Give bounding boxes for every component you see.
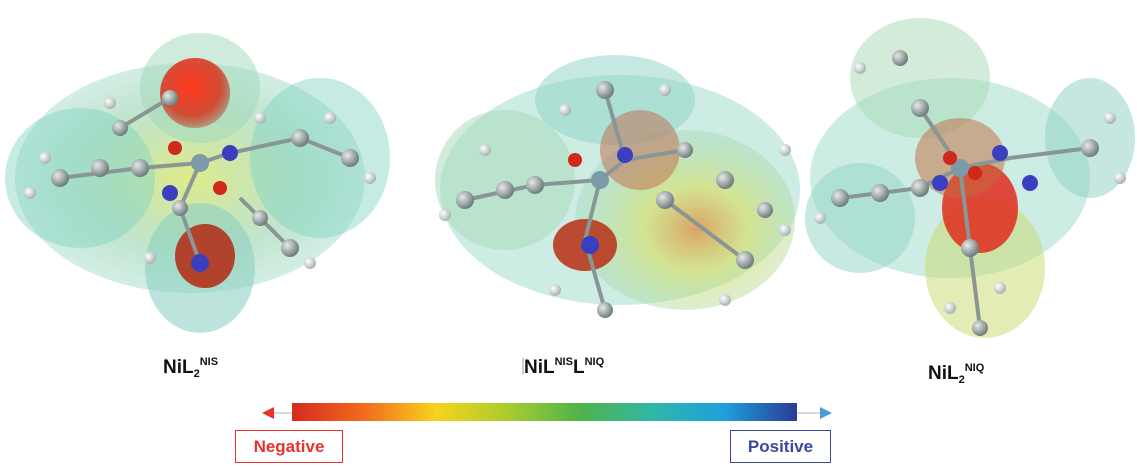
negative-label: Negative — [253, 436, 325, 456]
label-marker — [522, 358, 524, 374]
label-niL2-nis: NiL2NIS — [163, 356, 219, 380]
negative-label-box: Negative — [235, 430, 343, 463]
positive-label: Positive — [747, 436, 814, 456]
atoms — [24, 90, 376, 272]
potential-color-scale — [262, 403, 832, 421]
gradient-bar — [292, 403, 797, 421]
molecule-niL2-nis — [5, 33, 390, 333]
atoms — [814, 50, 1126, 336]
electrostatic-surface — [5, 33, 390, 333]
electrostatic-surface — [435, 55, 800, 310]
label-marker — [165, 358, 167, 374]
label-niL2-niq: NiL2NIQ — [928, 362, 985, 386]
molecule-niL2-niq — [805, 18, 1135, 338]
positive-label-box: Positive — [730, 430, 831, 463]
label-niL-nis-L-niq: NiLNISLNIQ — [524, 356, 605, 378]
positive-arrow-icon — [820, 407, 832, 419]
atoms — [439, 81, 791, 318]
molecule-niL-nis-L-niq — [435, 55, 800, 318]
negative-arrow-icon — [262, 407, 274, 419]
